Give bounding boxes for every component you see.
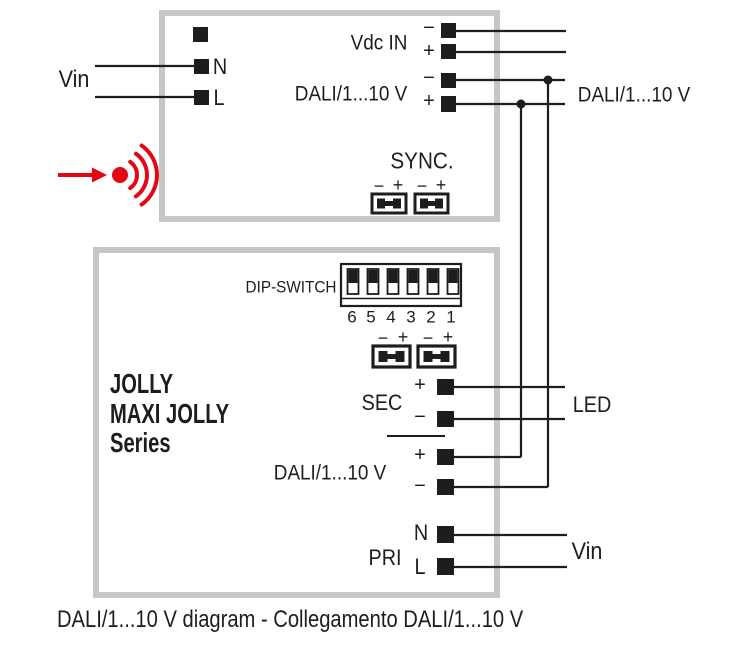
controller-box <box>159 10 500 222</box>
sec-minus-sign: − <box>414 406 426 428</box>
dali-upper-plus-sign: + <box>423 90 435 112</box>
signal-arc-2 <box>133 151 149 199</box>
upper-n-label: N <box>212 54 228 79</box>
upper-l-label: L <box>213 85 225 110</box>
junction-dot-plus <box>516 99 526 109</box>
signal-arc-3 <box>139 143 159 207</box>
conn2-plus-sign: + <box>442 327 454 347</box>
dali-lower-minus-sign: − <box>414 475 426 497</box>
dip-switch-label: DIP-SWITCH <box>245 277 337 297</box>
series-title: JOLLY MAXI JOLLY Series <box>110 369 229 458</box>
sync2-minus-sign: − <box>416 176 428 196</box>
sync1-plus-sign: + <box>392 175 404 195</box>
dip-number-3: 3 <box>406 307 416 327</box>
series-line-2: MAXI JOLLY <box>110 397 230 429</box>
sec-plus-sign: + <box>414 374 426 396</box>
led-label: LED <box>572 392 612 417</box>
dali-lower-label: DALI/1...10 V <box>273 461 387 485</box>
dip-number-5: 5 <box>366 307 376 327</box>
dip-number-2: 2 <box>426 307 436 327</box>
signal-dot <box>112 167 128 183</box>
sync2-plus-sign: + <box>435 175 447 195</box>
wireless-signal-icon <box>58 143 159 207</box>
dip-number-1: 1 <box>446 307 456 327</box>
sync1-minus-sign: − <box>373 176 385 196</box>
sync-label: SYNC. <box>390 147 454 174</box>
signal-arrow-head <box>92 167 107 183</box>
pri-l-label: L <box>414 554 426 579</box>
conn1-plus-sign: + <box>397 327 409 347</box>
diagram-caption: DALI/1...10 V diagram - Collegamento DAL… <box>57 606 524 633</box>
pri-n-label: N <box>413 520 429 545</box>
vin-lower-label: Vin <box>571 538 603 565</box>
junction-dots <box>516 75 553 109</box>
vdc-minus-sign: − <box>423 17 435 39</box>
series-line-1: JOLLY <box>110 368 174 399</box>
sec-label: SEC <box>361 390 403 415</box>
series-line-3: Series <box>110 427 171 458</box>
dali-upper-label: DALI/1...10 V <box>294 82 408 106</box>
junction-dot-minus <box>543 75 553 85</box>
pri-label: PRI <box>368 545 402 570</box>
vdc-plus-sign: + <box>423 40 435 62</box>
dip-number-4: 4 <box>386 307 396 327</box>
dali-upper-minus-sign: − <box>423 67 435 89</box>
dip-number-6: 6 <box>347 307 357 327</box>
dali-out-label: DALI/1...10 V <box>577 83 691 107</box>
dali-lower-plus-sign: + <box>414 444 426 466</box>
vin-upper-label: Vin <box>58 66 90 93</box>
signal-arc-1 <box>128 159 140 191</box>
vdc-in-label: Vdc IN <box>350 31 408 55</box>
conn2-minus-sign: − <box>422 328 434 348</box>
conn1-minus-sign: − <box>377 328 389 348</box>
